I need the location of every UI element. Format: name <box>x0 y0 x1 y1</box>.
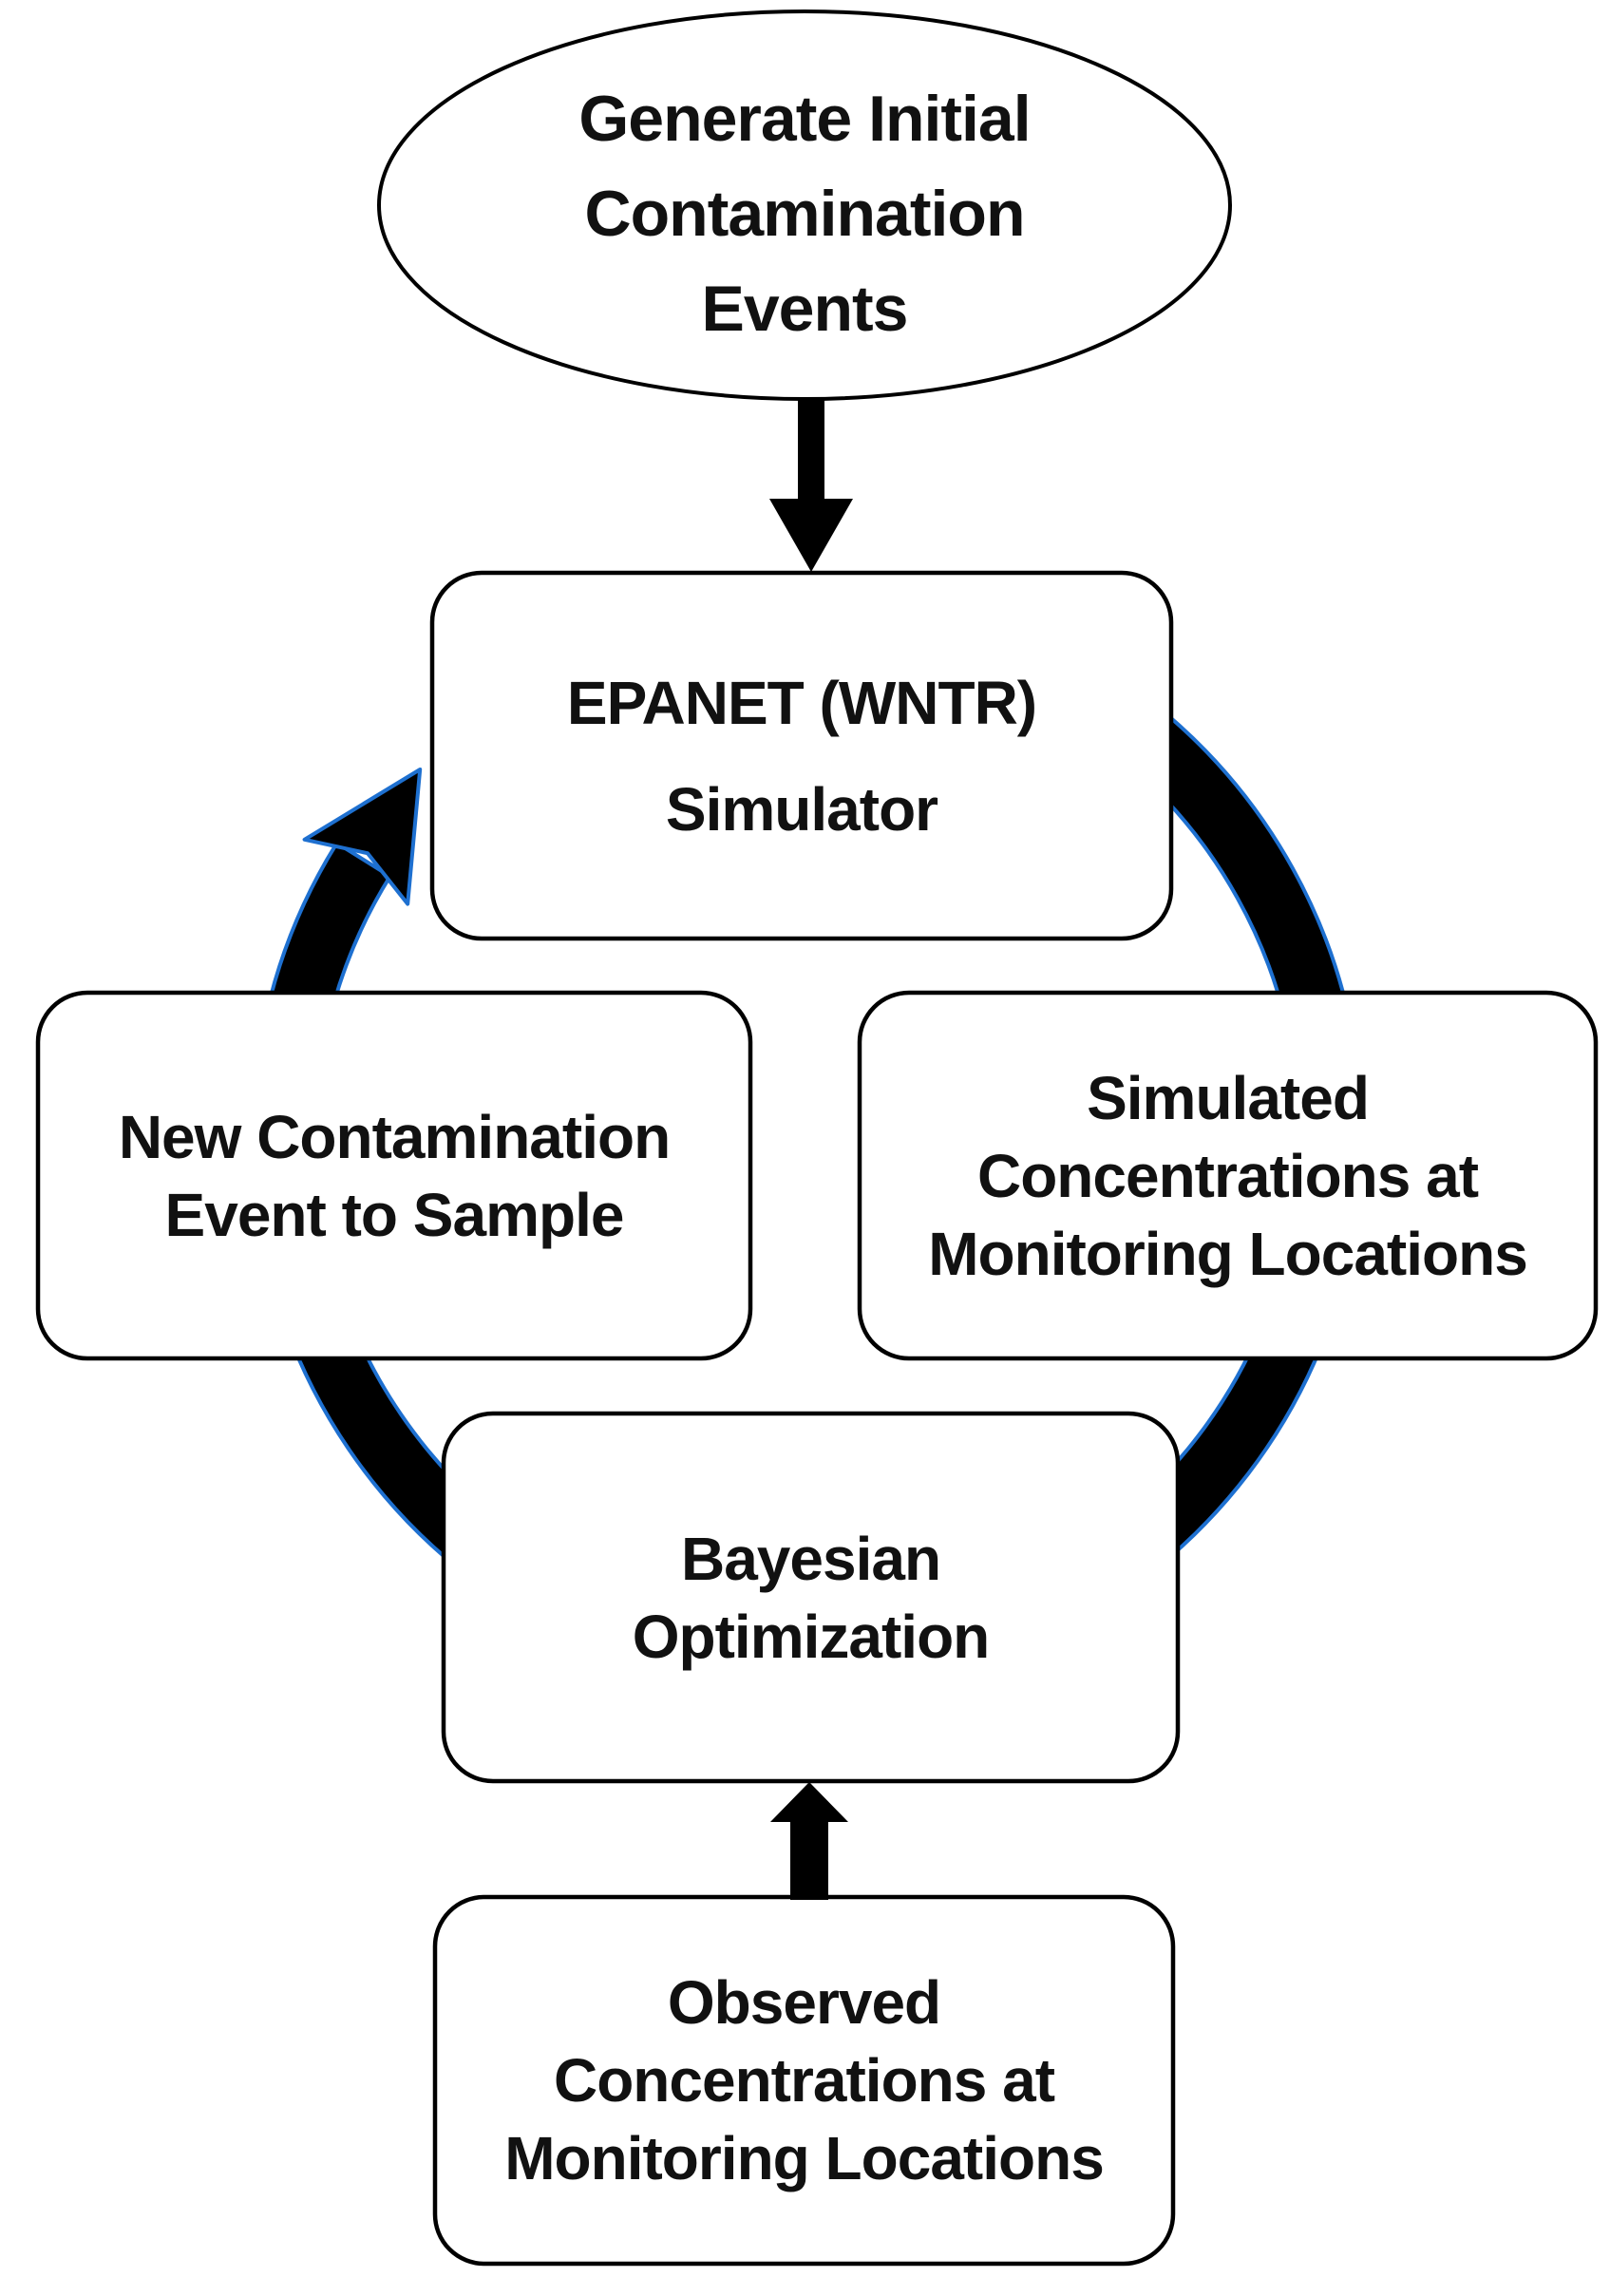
node-bayesian-optimization <box>441 1411 1181 1784</box>
node-generate-events <box>377 9 1232 401</box>
node-new-contamination-event <box>35 990 753 1361</box>
bayesian-optimization-label: Bayesian Optimization <box>632 1524 991 1671</box>
circular-loop-arrow <box>250 710 1364 1694</box>
epanet-simulator-label: EPANET (WNTR) Simulator <box>566 668 1037 844</box>
observed-concentrations-label: Observed Concentrations at Monitoring Lo… <box>504 1968 1105 2192</box>
arrow-observed-to-bayesian <box>770 1782 848 1900</box>
circular-loop-arrowhead <box>302 768 423 906</box>
new-contamination-event-label: New Contamination Event to Sample <box>118 1102 671 1249</box>
circular-loop-band <box>250 710 1364 1694</box>
arrow-generate-to-epanet <box>769 400 853 572</box>
generate-events-label: Generate Initial Contamination Events <box>578 83 1031 345</box>
node-epanet-simulator <box>429 570 1174 941</box>
simulated-concentrations-label: Simulated Concentrations at Monitoring L… <box>928 1063 1528 1288</box>
node-simulated-concentrations <box>857 990 1599 1361</box>
